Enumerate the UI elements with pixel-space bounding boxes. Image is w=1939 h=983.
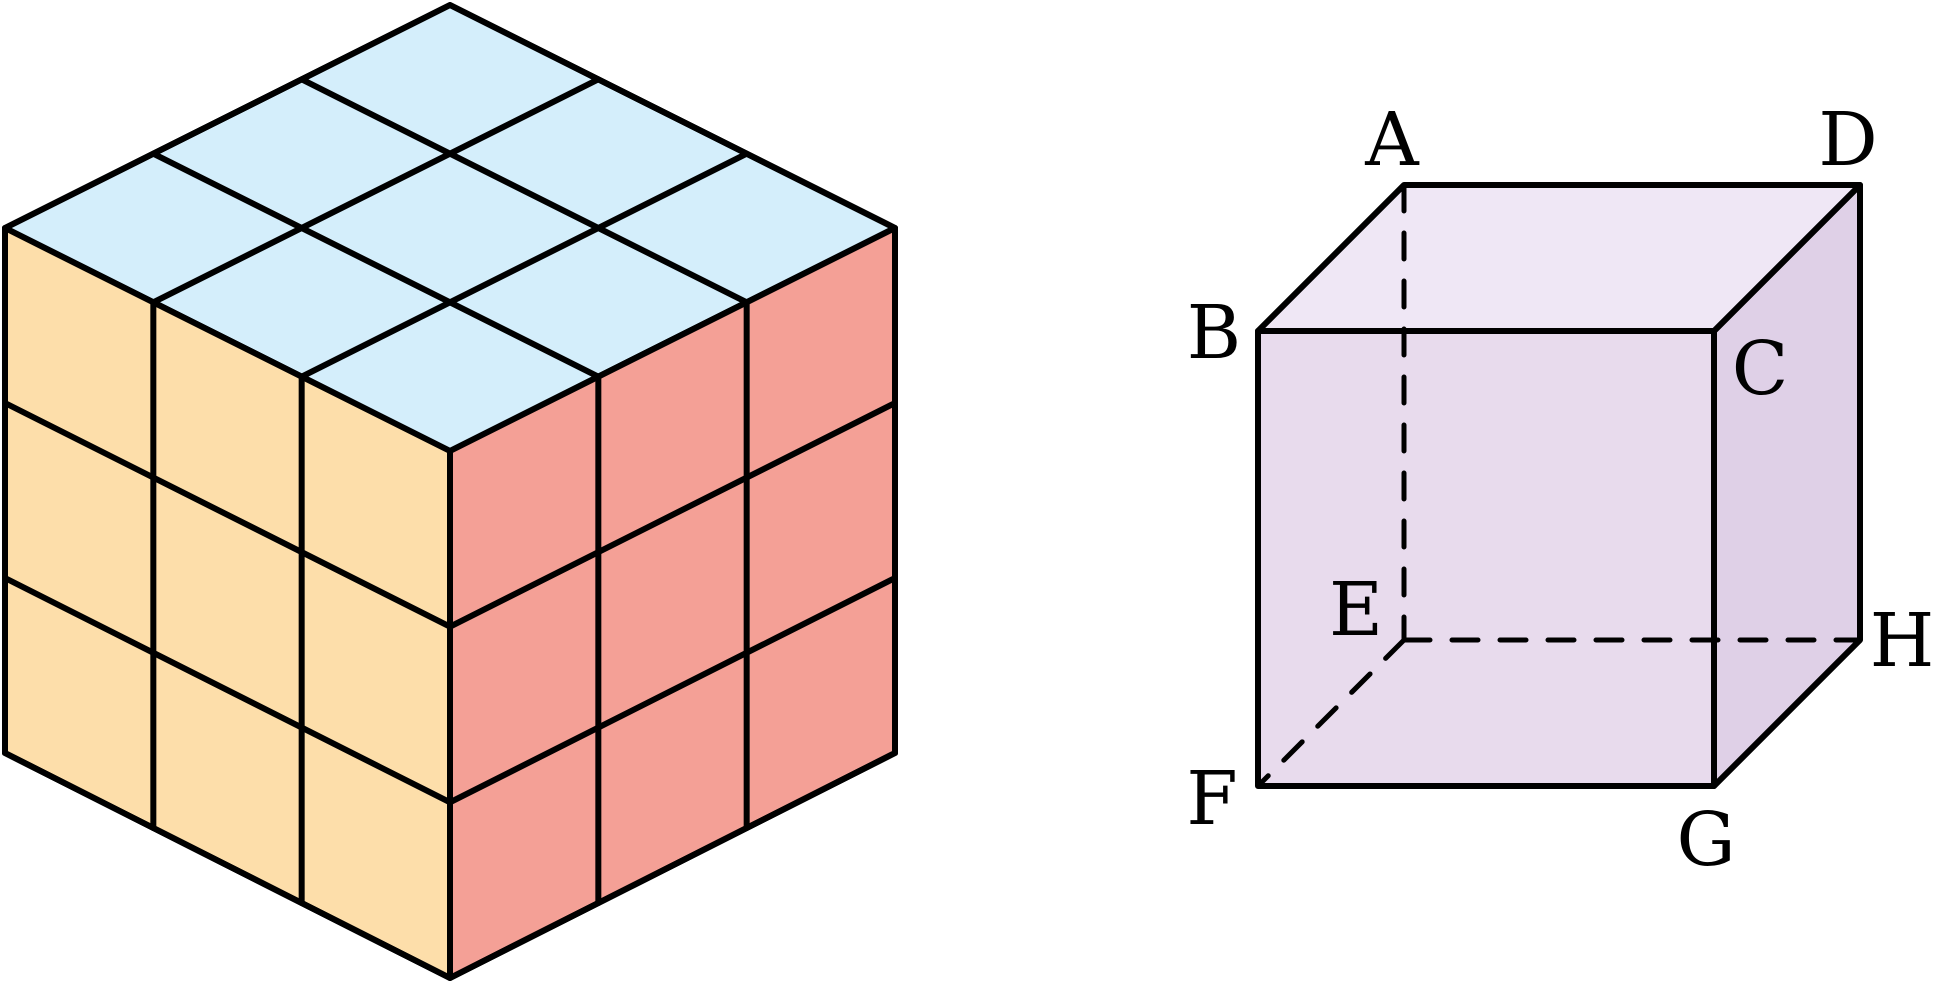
vertex-label-e: E xyxy=(1329,567,1383,653)
vertex-label-c: C xyxy=(1732,326,1789,412)
rubiks-left-grid-line xyxy=(2,575,453,806)
rubiks-cube-outline xyxy=(2,2,898,981)
vertex-label-b: B xyxy=(1187,290,1241,376)
vertex-label-g: G xyxy=(1676,797,1735,883)
cuboid-figure: A D B C E H F G xyxy=(1186,97,1934,883)
rubiks-left-grid-line xyxy=(2,400,453,630)
vertex-label-d: D xyxy=(1818,97,1877,183)
rubiks-top-grid-line xyxy=(298,76,750,306)
vertex-label-f: F xyxy=(1186,756,1237,842)
rubiks-right-grid-line xyxy=(447,575,898,806)
rubiks-top-grid-line xyxy=(150,150,602,380)
vertex-label-h: H xyxy=(1870,598,1935,684)
vertex-label-a: A xyxy=(1364,97,1420,183)
rubiks-cube xyxy=(2,2,898,981)
rubiks-top-grid-line xyxy=(298,150,750,380)
cuboid-hidden-edge-ef xyxy=(1255,637,1407,789)
rubiks-cube-grid-lines xyxy=(2,76,898,981)
rubiks-top-grid-line xyxy=(150,76,602,306)
cuboid-front-face xyxy=(1255,328,1717,789)
rubiks-right-grid-line xyxy=(447,400,898,630)
